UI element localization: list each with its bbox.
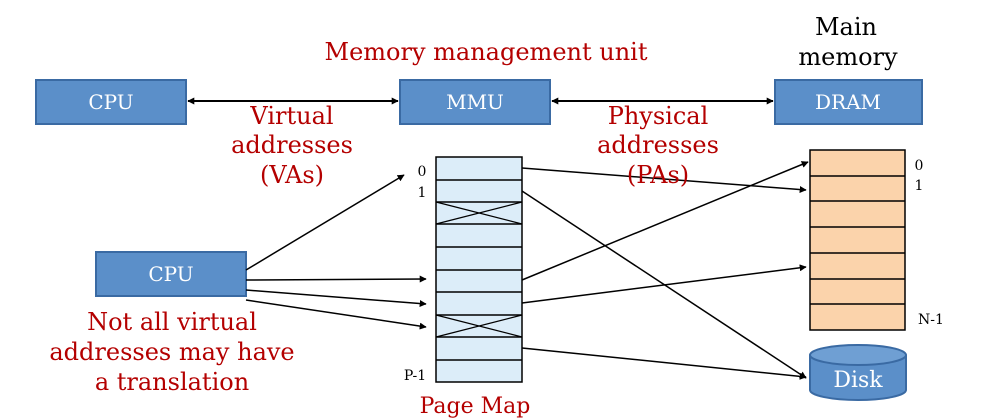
page-map-index-last: P-1 (404, 368, 426, 384)
page-map-invalid-entry (435, 314, 523, 338)
va-caption-line3: (VAs) (260, 161, 324, 189)
memory-index-1: 1 (915, 178, 924, 194)
page-map-invalid-entry (435, 201, 523, 225)
page-map-caption: Page Map (420, 394, 531, 419)
va-arrows (245, 174, 427, 330)
va-caption-line2: addresses (231, 131, 353, 159)
bottom-cpu-label: CPU (148, 262, 193, 286)
page-map-index-0: 0 (418, 164, 427, 180)
disk-label: Disk (833, 368, 883, 393)
page-map (435, 156, 523, 383)
main-memory-caption-line2: memory (798, 43, 898, 71)
main-memory-caption-line1: Main (815, 13, 877, 41)
pa-caption-line3: (PAs) (627, 161, 689, 189)
pa-arrows (521, 161, 809, 380)
dram-label: DRAM (815, 90, 881, 114)
pa-caption-line1: Physical (608, 102, 709, 130)
page-map-index-1: 1 (418, 185, 427, 201)
top-cpu-label: CPU (88, 90, 133, 114)
top-cpu-box: CPU (35, 79, 187, 125)
translation-note-line2: addresses may have (49, 338, 294, 366)
dram-box: DRAM (774, 79, 923, 125)
mmu-box: MMU (399, 79, 551, 125)
translation-note-line3: a translation (95, 368, 249, 396)
physical-memory (809, 149, 906, 331)
memory-index-last: N-1 (918, 312, 944, 328)
translation-note-line1: Not all virtual (87, 308, 257, 336)
disk: Disk (809, 344, 907, 401)
memory-index-0: 0 (915, 158, 924, 174)
mmu-label: MMU (446, 90, 504, 114)
pa-caption-line2: addresses (597, 131, 719, 159)
va-caption-line1: Virtual (249, 102, 333, 130)
bottom-cpu-box: CPU (95, 251, 247, 297)
mmu-caption: Memory management unit (325, 38, 648, 66)
